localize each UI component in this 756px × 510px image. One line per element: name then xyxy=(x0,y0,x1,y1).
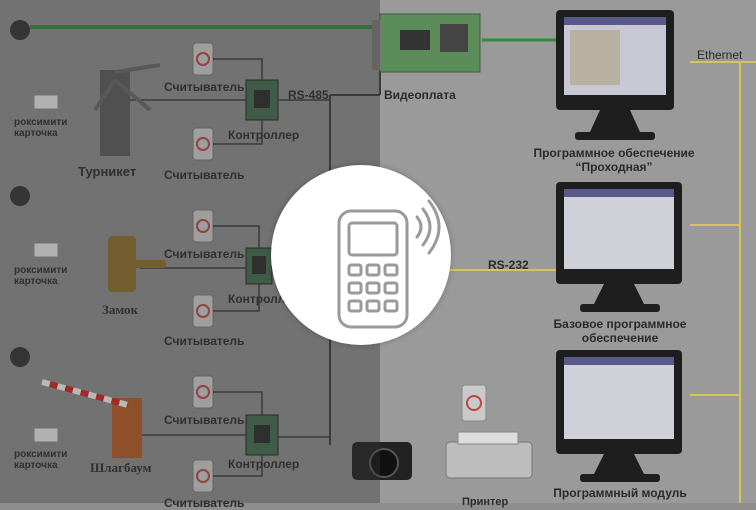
reader-2 xyxy=(192,127,214,161)
label-reader-2: Считыватель xyxy=(164,168,245,182)
label-card-1-line1: роксимити xyxy=(14,117,68,128)
label-rs485: RS-485 xyxy=(288,88,329,102)
proximity-card-2 xyxy=(33,242,59,258)
label-reader-1: Считыватель xyxy=(164,80,245,94)
monitor-1 xyxy=(556,10,674,140)
barrier-image xyxy=(41,379,142,458)
label-software-1-line2: “Проходная” xyxy=(575,160,653,174)
left-edge-device-2 xyxy=(10,186,30,206)
label-card-2-line1: роксимити xyxy=(14,265,68,276)
label-card-3-line1: роксимити xyxy=(14,449,68,460)
lock-image xyxy=(108,236,166,292)
label-reader-6: Считыватель xyxy=(164,496,245,510)
reader-3 xyxy=(192,209,214,243)
reader-4 xyxy=(192,294,214,328)
reader-6 xyxy=(192,459,214,493)
label-reader-5: Считыватель xyxy=(164,413,245,427)
label-reader-3: Считыватель xyxy=(164,247,245,261)
label-printer-partial: Принтер xyxy=(462,496,509,508)
label-card-3-line2: карточка xyxy=(14,460,58,471)
label-card-1-line2: карточка xyxy=(14,128,58,139)
label-controller-1: Контроллер xyxy=(228,128,300,142)
controller-1 xyxy=(245,79,279,121)
label-software-2-line2: обеспечение xyxy=(581,331,659,345)
proximity-card-1 xyxy=(33,94,59,110)
videocard-image xyxy=(372,13,481,73)
reader-5 xyxy=(192,375,214,409)
label-turnstile: Турникет xyxy=(78,164,137,179)
reader-1 xyxy=(192,42,214,76)
reader-right xyxy=(461,384,487,422)
turnstile-image xyxy=(93,63,161,156)
monitor-3 xyxy=(556,350,682,482)
label-ethernet: Ethernet xyxy=(697,48,743,62)
proximity-card-3 xyxy=(33,427,59,443)
overlay-circle xyxy=(271,165,451,345)
label-software-2-line1: Базовое программное xyxy=(553,317,687,331)
controller-2 xyxy=(245,247,273,285)
label-lock: Замок xyxy=(102,302,139,317)
label-software-1-line1: Программное обеспечение xyxy=(533,146,695,160)
printer-image xyxy=(445,431,533,479)
label-barrier: Шлагбаум xyxy=(90,460,152,475)
handheld-terminal-wireless-icon xyxy=(337,199,441,329)
monitor-2 xyxy=(556,182,682,312)
label-rs232: RS-232 xyxy=(488,258,529,272)
label-software-1: Программное обеспечение“Проходная” xyxy=(533,146,694,174)
left-edge-device-1 xyxy=(10,20,30,40)
controller-3 xyxy=(245,414,279,456)
label-software-3: Программный модуль xyxy=(553,486,687,500)
label-reader-4: Считыватель xyxy=(164,334,245,348)
label-videocard: Видеоплата xyxy=(384,88,456,102)
camera-image xyxy=(352,442,412,480)
label-controller-3: Контроллер xyxy=(228,457,300,471)
label-card-2-line2: карточка xyxy=(14,276,58,287)
left-edge-device-3 xyxy=(10,347,30,367)
